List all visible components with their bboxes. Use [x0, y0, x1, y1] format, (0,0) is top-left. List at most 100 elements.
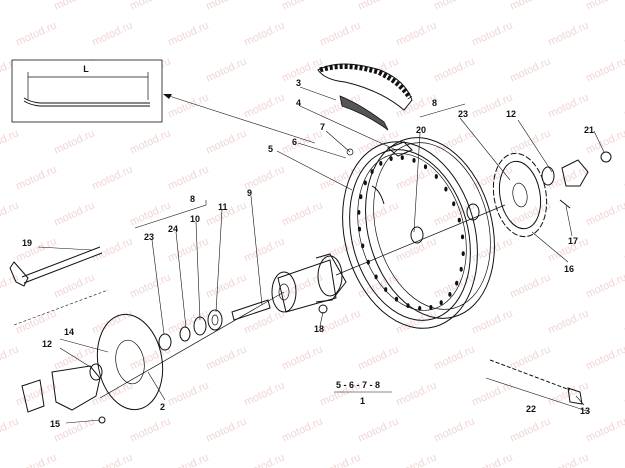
spoke-hole — [363, 180, 367, 186]
watermark-text: motod.ru — [508, 0, 552, 13]
watermark-text: motod.ru — [128, 343, 172, 372]
sprocket-spacer — [541, 166, 555, 186]
callout-15: 15 — [50, 419, 60, 429]
callout-9: 9 — [247, 188, 252, 198]
callout-16: 16 — [564, 264, 574, 274]
drive-chain — [489, 359, 583, 405]
spoke-hole — [361, 243, 365, 249]
spacer-tube — [231, 299, 271, 321]
watermark-text: motod.ru — [0, 415, 21, 444]
watermark-text: motod.ru — [128, 415, 172, 444]
spoke-hole — [374, 274, 378, 280]
callout-5: 5 — [268, 144, 273, 154]
watermark-text: motod.ru — [280, 415, 324, 444]
tyre — [317, 63, 413, 131]
watermark-text: motod.ru — [470, 163, 514, 192]
watermark-text: motod.ru — [432, 0, 476, 13]
chain-adjuster — [561, 159, 589, 187]
watermark-text: motod.ru — [394, 235, 438, 264]
spoke-hole — [357, 210, 361, 215]
watermark-text: motod.ru — [242, 235, 286, 264]
watermark-text: motod.ru — [128, 0, 172, 13]
watermark-text: motod.ru — [394, 19, 438, 48]
watermark-text: motod.ru — [356, 415, 400, 444]
watermark-text: motod.ru — [90, 307, 134, 336]
watermark-text: motod.ru — [470, 307, 514, 336]
watermark-text: motod.ru — [318, 235, 362, 264]
spoke-hole — [439, 300, 443, 305]
watermark-text: motod.ru — [356, 271, 400, 300]
sprocket-bolt — [559, 199, 571, 209]
callout-10: 10 — [190, 214, 200, 224]
watermark-text: motod.ru — [394, 451, 438, 468]
watermark-text: motod.ru — [166, 379, 210, 408]
spoke-inset: L — [11, 59, 163, 123]
watermark-text: motod.ru — [470, 379, 514, 408]
watermark-text: motod.ru — [14, 235, 58, 264]
callout-19: 19 — [22, 238, 32, 248]
spoke-hole — [459, 266, 463, 272]
watermark-text: motod.ru — [52, 199, 96, 228]
spoke-hole — [455, 280, 459, 286]
watermark-text: motod.ru — [318, 307, 362, 336]
spoke-hole — [359, 194, 363, 200]
watermark-text: motod.ru — [546, 19, 590, 48]
watermark-text: motod.ru — [508, 199, 552, 228]
watermark-text: motod.ru — [90, 163, 134, 192]
bracket-8-left — [134, 200, 207, 229]
watermark-text: motod.ru — [14, 451, 58, 468]
watermark-text: motod.ru — [318, 451, 362, 468]
watermark-text: motod.ru — [90, 235, 134, 264]
spoke-hole — [448, 292, 452, 297]
watermark-text: motod.ru — [508, 55, 552, 84]
spoke-hole — [389, 156, 393, 162]
spoke-hole — [444, 186, 448, 192]
callout-1: 1 — [360, 396, 365, 406]
watermark-text: motod.ru — [242, 19, 286, 48]
spoke-hole — [423, 164, 428, 170]
spoke-outline — [23, 97, 150, 104]
inset-arrowhead — [163, 94, 172, 99]
watermark-text: motod.ru — [242, 91, 286, 120]
watermark-text: motod.ru — [584, 199, 625, 228]
spoke-hole — [452, 201, 456, 207]
dimension-label: L — [83, 64, 89, 74]
brake-disc — [96, 313, 164, 411]
watermark-text: motod.ru — [432, 271, 476, 300]
watermark-text: motod.ru — [204, 415, 248, 444]
callout-11: 11 — [218, 202, 228, 212]
spoke-hole — [457, 217, 461, 223]
spoke-hole — [406, 303, 410, 308]
spoke-hole — [434, 174, 438, 179]
watermark-text: motod.ru — [508, 343, 552, 372]
watermark-text: motod.ru — [0, 0, 21, 13]
watermark-text: motod.ru — [432, 343, 476, 372]
spoke-hole — [412, 158, 416, 163]
watermark-text: motod.ru — [584, 415, 625, 444]
watermark-text: motod.ru — [242, 451, 286, 468]
spoke-hole — [379, 161, 383, 166]
watermark-text: motod.ru — [204, 271, 248, 300]
watermark-text: motod.ru — [584, 343, 625, 372]
spoke-hole — [370, 169, 374, 175]
watermark-text: motod.ru — [394, 379, 438, 408]
spoke-hole — [460, 234, 465, 240]
spoke-outline-2 — [23, 100, 150, 107]
bracket-22 — [485, 377, 591, 413]
watermark-text: motod.ru — [166, 163, 210, 192]
rim-tape — [339, 95, 389, 131]
callout-14: 14 — [64, 327, 74, 337]
rear-axle — [9, 246, 103, 287]
watermark-text: motod.ru — [0, 271, 21, 300]
watermark-text: motod.ru — [128, 127, 172, 156]
watermark-text: motod.ru — [280, 199, 324, 228]
watermark-text: motod.ru — [204, 127, 248, 156]
watermark-text: motod.ru — [470, 19, 514, 48]
watermark-text: motod.ru — [508, 271, 552, 300]
axle-centerline-left — [99, 291, 285, 399]
watermark-text: motod.ru — [14, 19, 58, 48]
axle-centerline — [335, 204, 506, 276]
watermark-text: motod.ru — [52, 271, 96, 300]
axle-nut — [600, 151, 612, 163]
watermark-text: motod.ru — [204, 0, 248, 13]
